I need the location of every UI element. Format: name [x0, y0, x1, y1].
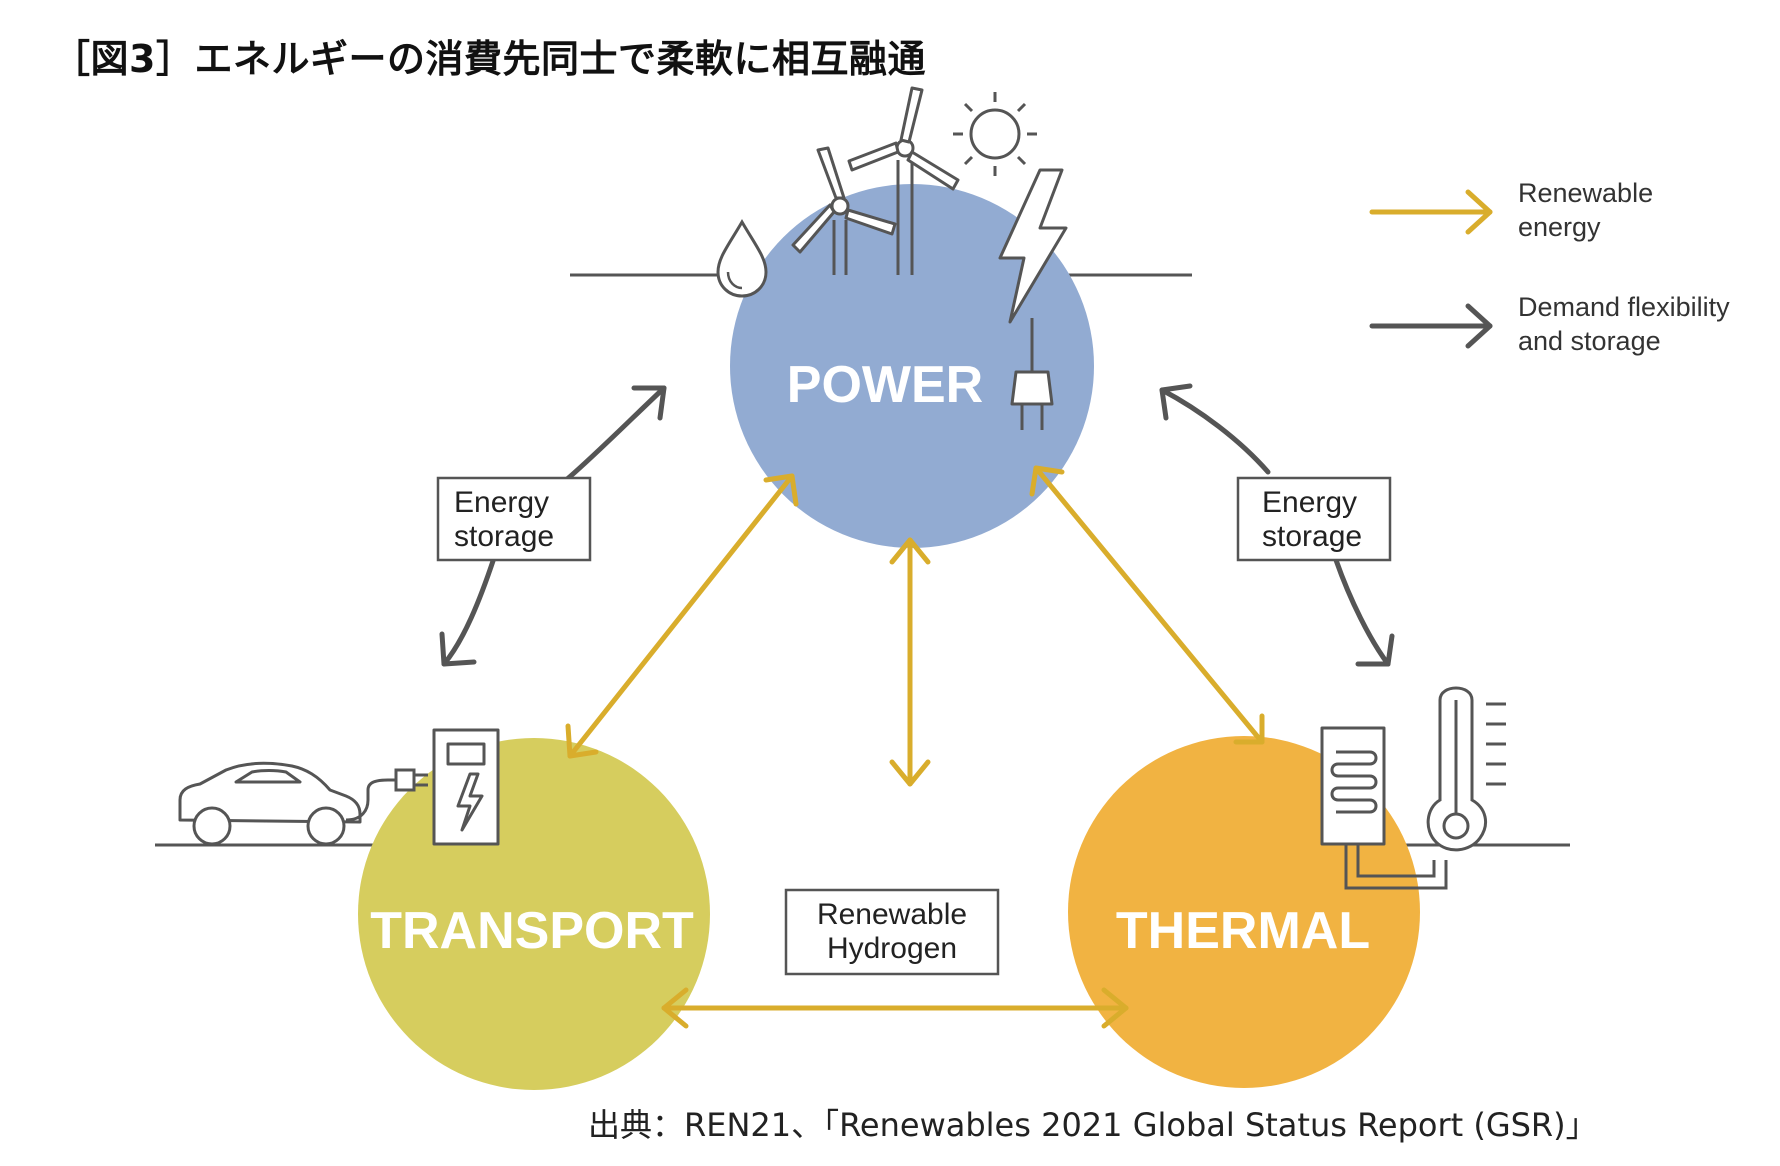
right-energy-storage-box: Energy storage — [1236, 476, 1392, 562]
left-energy-storage-box: Energy storage — [436, 476, 592, 562]
plug-icon — [1010, 370, 1054, 430]
right-storage-curved-arrow — [1159, 383, 1395, 667]
right-box-line1: Energy — [1262, 486, 1357, 519]
left-storage-curved-arrow — [439, 385, 667, 667]
thermal-label: THERMAL — [1116, 902, 1370, 960]
figure-title: ［図3］エネルギーの消費先同士で柔軟に相互融通 — [52, 37, 926, 81]
left-box-line2: storage — [454, 520, 554, 553]
renewable-hydrogen-box: Renewable Hydrogen — [784, 888, 1000, 976]
legend-demand-arrow — [1369, 303, 1493, 349]
thermometer-icon — [1426, 686, 1506, 852]
heating-pipe — [1344, 844, 1448, 890]
legend-renewable-line2: energy — [1518, 212, 1601, 242]
power-thermal-renewable-arrow — [1029, 465, 1265, 745]
car-plug-icon — [394, 768, 428, 792]
power-hydrogen-renewable-arrow — [889, 537, 931, 787]
right-box-line2: storage — [1262, 520, 1362, 553]
hydrogen-box-line2: Hydrogen — [827, 932, 957, 965]
wind-turbine-icon — [791, 86, 960, 275]
charging-station-icon — [432, 728, 500, 846]
water-drop-icon — [716, 219, 768, 298]
legend-demand-line1: Demand flexibility — [1518, 292, 1730, 322]
power-circle — [730, 184, 1094, 548]
power-label: POWER — [787, 356, 983, 414]
left-box-line1: Energy — [454, 486, 549, 519]
heater-icon — [1320, 726, 1386, 846]
legend: Renewable energy Demand flexibility and … — [1369, 178, 1730, 356]
sun-icon — [953, 92, 1037, 176]
legend-renewable-line1: Renewable — [1518, 178, 1653, 208]
source-citation: 出典：REN21、「Renewables 2021 Global Status … — [588, 1106, 1598, 1144]
charging-cable — [345, 778, 396, 822]
hydrogen-box-line1: Renewable — [817, 898, 967, 931]
legend-demand-line2: and storage — [1518, 326, 1661, 356]
legend-renewable-arrow — [1369, 189, 1493, 235]
electric-car-icon — [178, 761, 362, 846]
transport-label: TRANSPORT — [370, 902, 694, 960]
lightning-bolt-icon — [998, 168, 1068, 324]
transport-thermal-renewable-arrow — [661, 987, 1129, 1029]
power-transport-renewable-arrow — [565, 473, 799, 759]
